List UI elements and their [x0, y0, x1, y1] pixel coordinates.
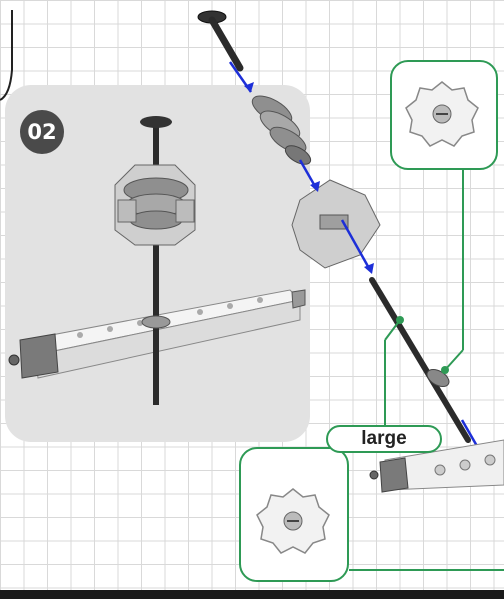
beam-bottom: [369, 439, 504, 493]
screw-top: [197, 10, 244, 72]
screw-assembled: [140, 116, 172, 405]
bottom-edge-band: [0, 590, 504, 599]
hub-assembled: [114, 164, 196, 246]
callout-leaders: [349, 170, 504, 571]
star-washer-icon: [405, 81, 479, 147]
screw-size-label: large: [326, 425, 442, 453]
hub-block: [291, 179, 381, 269]
marker-dot-washer: [441, 366, 449, 374]
callout-washer-top: [390, 60, 498, 170]
callout-washer-bottom: [239, 447, 349, 582]
worm-gear: [251, 95, 312, 165]
star-washer-icon: [256, 488, 330, 554]
step-number-badge: 02: [20, 110, 64, 154]
screw-shaft-middle: [369, 277, 471, 443]
marker-dot-shaft: [396, 316, 404, 324]
